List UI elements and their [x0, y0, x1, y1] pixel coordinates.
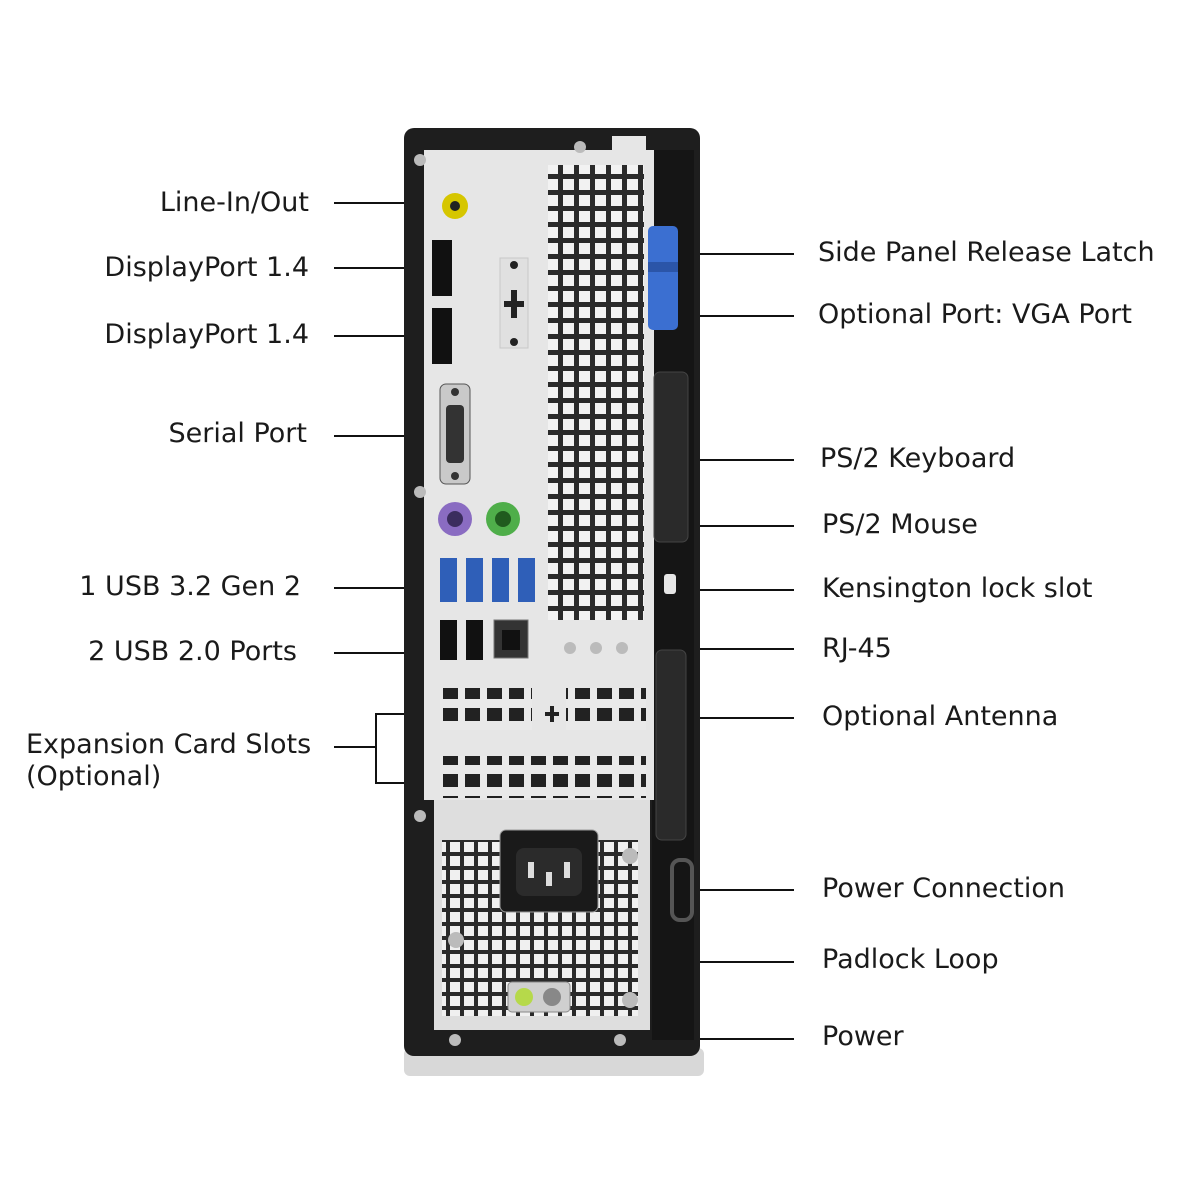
usb-3-port: [492, 558, 509, 602]
screw-icon: [414, 154, 426, 166]
leader-line-in-out: [334, 202, 440, 204]
label-padlock-loop: Padlock Loop: [822, 944, 999, 975]
top-vent-grill: [548, 165, 644, 620]
displayport-1-port: [432, 240, 452, 296]
screw-icon: [622, 848, 638, 864]
leader-usb-32: [334, 587, 438, 589]
screw-icon: [414, 810, 426, 822]
leader-displayport-1: [334, 267, 434, 269]
bracket-expansion: [375, 713, 377, 783]
label-ps2-mouse: PS/2 Mouse: [822, 509, 978, 540]
usb-3-port: [518, 558, 535, 602]
label-serial-port: Serial Port: [168, 418, 307, 449]
usb-3-port: [466, 558, 483, 602]
usb-3-port: [440, 558, 457, 602]
label-antenna: Optional Antenna: [822, 701, 1059, 732]
leader-usb-20: [334, 652, 438, 654]
label-displayport-1: DisplayPort 1.4: [104, 252, 309, 283]
label-side-panel-latch: Side Panel Release Latch: [818, 237, 1155, 268]
screw-icon: [574, 141, 586, 153]
antenna-connector: [564, 642, 576, 654]
expansion-slot-1: [440, 688, 532, 730]
side-slot: [653, 371, 689, 543]
side-panel-latch: [648, 226, 678, 330]
top-handle-slot: [612, 136, 646, 154]
label-expansion-optional: (Optional): [26, 761, 162, 792]
leader-displayport-2: [334, 335, 434, 337]
antenna-connector: [616, 642, 628, 654]
expansion-slot-1b: [566, 688, 646, 730]
leader-side-panel-latch: [672, 253, 794, 255]
screw-icon: [449, 1034, 461, 1046]
expansion-slot-2: [440, 756, 646, 798]
label-ps2-keyboard: PS/2 Keyboard: [820, 443, 1016, 474]
label-line-in-out: Line-In/Out: [159, 187, 309, 218]
usb-2-port: [466, 620, 483, 660]
label-usb-32: 1 USB 3.2 Gen 2: [79, 571, 301, 602]
screw-icon: [614, 1034, 626, 1046]
leader-power: [690, 1038, 794, 1040]
leader-kensington: [676, 589, 794, 591]
usb-2-port: [440, 620, 457, 660]
label-rj45: RJ-45: [822, 633, 892, 664]
padlock-loop: [670, 858, 694, 922]
screw-icon: [414, 486, 426, 498]
antenna-connector: [590, 642, 602, 654]
displayport-2-port: [432, 308, 452, 364]
screw-icon: [622, 992, 638, 1008]
label-power-connection: Power Connection: [822, 873, 1065, 904]
screw-icon: [448, 932, 464, 948]
kensington-slot: [664, 574, 676, 594]
label-displayport-2: DisplayPort 1.4: [104, 319, 309, 350]
label-expansion-slots: Expansion Card Slots: [26, 729, 312, 760]
leader-expansion: [334, 746, 376, 748]
label-usb-20: 2 USB 2.0 Ports: [88, 636, 297, 667]
label-power: Power: [822, 1021, 904, 1052]
label-vga-port: Optional Port: VGA Port: [818, 299, 1132, 330]
leader-serial-port: [334, 435, 438, 437]
side-slot-lower: [655, 649, 687, 841]
label-kensington: Kensington lock slot: [822, 573, 1093, 604]
power-icon: [515, 988, 533, 1006]
